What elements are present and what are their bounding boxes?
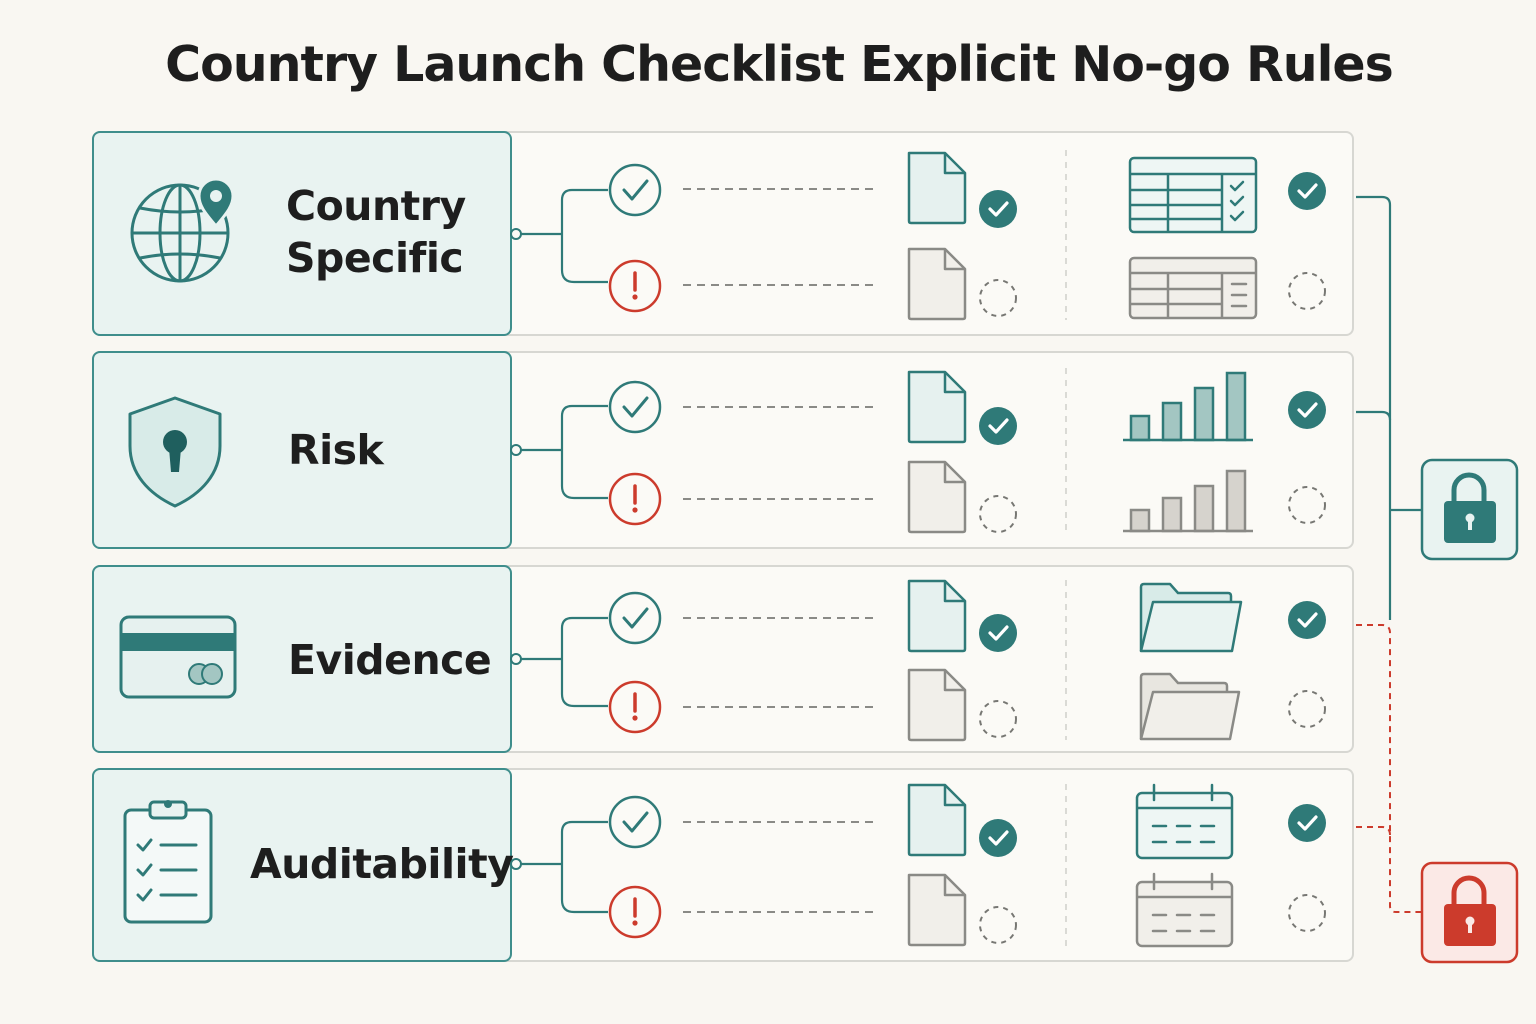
category-label-risk: Risk [288, 426, 384, 474]
exclamation-circle-icon [608, 472, 662, 526]
calendar-icon [1135, 783, 1234, 860]
connector-nodes [510, 228, 522, 870]
folder-icon [1139, 582, 1243, 653]
check-badge-icon [977, 817, 1019, 859]
bar-chart-icon [1123, 469, 1253, 533]
folder-icon [1139, 672, 1241, 741]
dashed-leaders [683, 188, 877, 913]
padlock-icon [1444, 472, 1496, 543]
shield-keyhole-icon [128, 396, 222, 508]
exclamation-circle-icon [608, 885, 662, 939]
dashed-circle-icon [1288, 272, 1326, 310]
category-label-auditability: Auditability [250, 840, 514, 888]
check-badge-icon [1286, 389, 1328, 431]
locked-gate-teal [1420, 458, 1519, 561]
dashed-circle-icon [1288, 690, 1326, 728]
document-icon [907, 668, 967, 742]
category-label-country-specific: Country Specific [286, 180, 466, 284]
document-icon [907, 460, 967, 534]
padlock-icon [1444, 875, 1496, 946]
check-circle-icon [608, 795, 662, 849]
check-circle-icon [608, 163, 662, 217]
document-icon [907, 579, 967, 653]
locked-gate-red [1420, 861, 1519, 964]
check-badge-icon [977, 612, 1019, 654]
check-badge-icon [1286, 170, 1328, 212]
check-badge-icon [977, 188, 1019, 230]
exclamation-circle-icon [608, 259, 662, 313]
go-connector [1356, 195, 1422, 620]
document-icon [907, 783, 967, 857]
dashed-circle-icon [1288, 486, 1326, 524]
category-label-line: Specific [286, 234, 464, 282]
document-icon [907, 247, 967, 321]
bracket-connectors [518, 188, 608, 914]
globe-pin-icon [130, 177, 235, 283]
exclamation-circle-icon [608, 680, 662, 734]
check-circle-icon [608, 380, 662, 434]
dashed-circle-icon [979, 906, 1017, 944]
document-icon [907, 151, 967, 225]
dashed-circle-icon [979, 700, 1017, 738]
spreadsheet-icon [1128, 256, 1258, 320]
credit-card-icon [119, 615, 237, 699]
dashed-circle-icon [1288, 894, 1326, 932]
check-circle-icon [608, 591, 662, 645]
check-badge-icon [1286, 599, 1328, 641]
clipboard-checklist-icon [123, 800, 213, 924]
dashed-circle-icon [979, 279, 1017, 317]
check-badge-icon [977, 405, 1019, 447]
document-icon [907, 370, 967, 444]
page-title: Country Launch Checklist Explicit No-go … [165, 36, 1394, 93]
check-badge-icon [1286, 802, 1328, 844]
document-icon [907, 873, 967, 947]
no-go-connector [1356, 624, 1422, 913]
category-label-line: Country [286, 182, 466, 230]
bar-chart-icon [1123, 371, 1253, 442]
dashed-circle-icon [979, 495, 1017, 533]
spreadsheet-icon [1128, 156, 1258, 234]
calendar-icon [1135, 872, 1234, 948]
category-label-evidence: Evidence [288, 636, 492, 684]
